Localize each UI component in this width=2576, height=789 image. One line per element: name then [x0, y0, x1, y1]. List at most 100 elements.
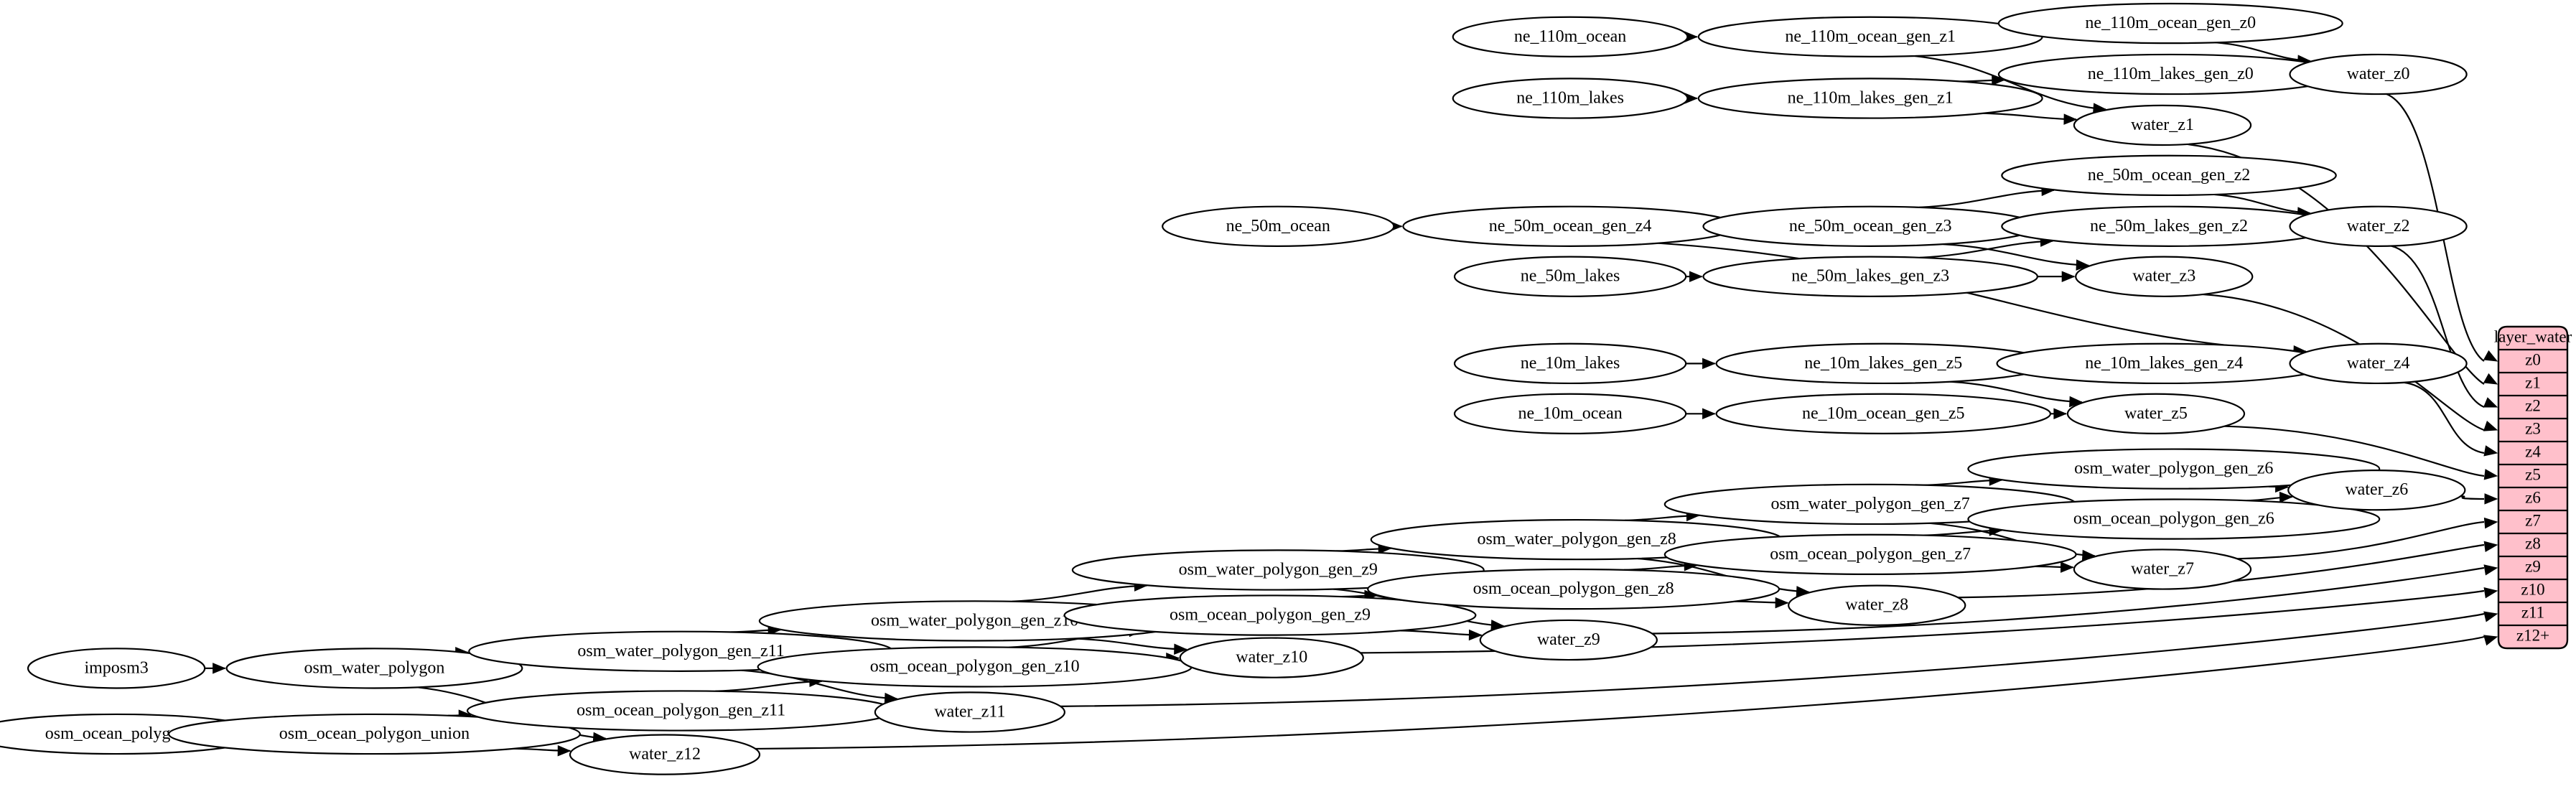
graph-node-ne_50m_ocean[interactable]: ne_50m_ocean: [1162, 205, 1395, 247]
node-label: osm_water_polygon: [304, 658, 444, 677]
graph-node-osm_ocean_polygon_gen_z9[interactable]: osm_ocean_polygon_gen_z9: [1063, 594, 1477, 636]
edge-arrowhead: [2060, 561, 2074, 573]
graph-edge-water_z9-to-layer_water-z9: [1652, 564, 2498, 635]
node-label: osm_ocean_polygon_union: [279, 724, 470, 743]
node-ellipse: [2289, 205, 2468, 247]
record-row-z0[interactable]: z0: [2525, 350, 2541, 368]
node-ellipse: [1967, 498, 2381, 540]
edge-arrowhead: [2483, 635, 2498, 646]
graph-node-water_z7[interactable]: water_z7: [2073, 548, 2252, 590]
edge-arrowhead: [2061, 271, 2076, 282]
graph-edge-water_z2-to-layer_water-z2: [2391, 245, 2498, 408]
edge-arrowhead: [2483, 350, 2498, 362]
edge-arrowhead: [2076, 259, 2090, 271]
graph-node-ne_10m_lakes[interactable]: ne_10m_lakes: [1453, 342, 1687, 385]
node-label: ne_50m_lakes_gen_z2: [2090, 217, 2248, 235]
node-ellipse: [1453, 342, 1687, 385]
graph-node-osm_water_polygon_gen_z9[interactable]: osm_water_polygon_gen_z9: [1071, 549, 1485, 591]
record-layer: layer_waterz0z1z2z3z4z5z6z7z8z9z10z11z12…: [2494, 325, 2572, 650]
graph-node-imposm3[interactable]: imposm3: [27, 648, 206, 689]
record-row-z11[interactable]: z11: [2521, 603, 2544, 621]
record-row-z2[interactable]: z2: [2525, 396, 2541, 414]
graph-node-ne_50m_ocean_gen_z3[interactable]: ne_50m_ocean_gen_z3: [1702, 205, 2038, 247]
node-ellipse: [1715, 393, 2052, 434]
graph-node-ne_50m_lakes_gen_z3[interactable]: ne_50m_lakes_gen_z3: [1702, 256, 2038, 297]
graph-node-ne_110m_lakes_gen_z0[interactable]: ne_110m_lakes_gen_z0: [1997, 53, 2343, 95]
graph-node-water_z5[interactable]: water_z5: [2066, 393, 2246, 434]
edge-arrowhead: [2483, 587, 2498, 599]
node-ellipse: [2073, 104, 2252, 146]
graph-node-ne_50m_lakes[interactable]: ne_50m_lakes: [1453, 256, 1687, 297]
graph-node-ne_110m_ocean_gen_z0[interactable]: ne_110m_ocean_gen_z0: [1997, 2, 2343, 45]
edge-line: [1073, 638, 1187, 650]
graph-node-water_z11[interactable]: water_z11: [874, 691, 1065, 733]
graph-node-ne_110m_lakes[interactable]: ne_110m_lakes: [1452, 78, 1689, 119]
graph-node-water_z8[interactable]: water_z8: [1788, 584, 1966, 626]
graph-node-water_z12[interactable]: water_z12: [569, 734, 761, 775]
node-label: osm_water_polygon_gen_z6: [2074, 459, 2273, 478]
graph-edge-water_z5-to-layer_water-z5: [2224, 425, 2498, 480]
node-label: ne_50m_ocean: [1226, 217, 1330, 235]
record-row-z4[interactable]: z4: [2525, 442, 2541, 460]
edge-line: [2224, 425, 2485, 477]
node-ellipse: [2289, 342, 2468, 385]
edge-arrowhead: [1992, 74, 2006, 86]
node-ellipse: [1063, 594, 1477, 636]
graph-edge-water_z4-to-layer_water-z4: [2403, 381, 2498, 457]
edge-line: [1983, 112, 2077, 121]
node-ellipse: [1997, 2, 2343, 45]
edge-line: [1958, 543, 2485, 599]
graph-node-osm_ocean_polygon_gen_z11[interactable]: osm_ocean_polygon_gen_z11: [466, 690, 896, 732]
record-row-z1[interactable]: z1: [2525, 373, 2541, 391]
edge-arrowhead: [213, 663, 226, 674]
graph-node-osm_water_polygon_gen_z6[interactable]: osm_water_polygon_gen_z6: [1967, 448, 2381, 490]
graph-node-ne_10m_lakes_gen_z5[interactable]: ne_10m_lakes_gen_z5: [1715, 342, 2052, 385]
graph-node-ne_110m_ocean[interactable]: ne_110m_ocean: [1452, 16, 1689, 57]
graph-node-osm_water_polygon[interactable]: osm_water_polygon: [225, 648, 523, 689]
edge-arrowhead: [2483, 420, 2498, 431]
graph-node-water_z9[interactable]: water_z9: [1479, 619, 1658, 661]
graph-node-water_z2[interactable]: water_z2: [2289, 205, 2468, 247]
graph-node-osm_ocean_polygon_gen_z6[interactable]: osm_ocean_polygon_gen_z6: [1967, 498, 2381, 540]
node-label: water_z11: [934, 702, 1005, 721]
edge-arrowhead: [2063, 113, 2078, 125]
graph-node-water_z1[interactable]: water_z1: [2073, 104, 2252, 146]
graph-node-ne_10m_ocean[interactable]: ne_10m_ocean: [1453, 393, 1687, 434]
node-label: osm_water_polygon_gen_z9: [1179, 560, 1378, 579]
graph-node-ne_110m_lakes_gen_z1[interactable]: ne_110m_lakes_gen_z1: [1697, 78, 2043, 119]
record-row-z6[interactable]: z6: [2525, 488, 2541, 506]
edge-line: [1658, 242, 2307, 353]
edge-line: [1950, 381, 2082, 403]
graph-node-ne_50m_ocean_gen_z4[interactable]: ne_50m_ocean_gen_z4: [1402, 205, 1738, 247]
edge-line: [715, 680, 822, 692]
node-ellipse: [1367, 568, 1781, 610]
graph-node-water_z6[interactable]: water_z6: [2287, 469, 2466, 511]
node-label: imposm3: [84, 658, 148, 677]
record-row-z9[interactable]: z9: [2525, 557, 2541, 575]
graph-node-water_z4[interactable]: water_z4: [2289, 342, 2468, 385]
record-row-z3[interactable]: z3: [2525, 419, 2541, 437]
graph-edge-ne_10m_lakes-to-ne_10m_lakes_gen_z5: [1686, 358, 1716, 370]
graph-node-osm_ocean_polygon_gen_z8[interactable]: osm_ocean_polygon_gen_z8: [1367, 568, 1781, 610]
graph-node-osm_ocean_polygon_gen_z7[interactable]: osm_ocean_polygon_gen_z7: [1663, 533, 2077, 575]
edge-arrowhead: [2483, 541, 2498, 552]
graph-node-water_z3[interactable]: water_z3: [2075, 256, 2254, 297]
record-row-z5[interactable]: z5: [2525, 465, 2541, 483]
record-row-z7[interactable]: z7: [2525, 511, 2541, 529]
graph-node-water_z0[interactable]: water_z0: [2289, 53, 2468, 95]
layer-water-record[interactable]: layer_waterz0z1z2z3z4z5z6z7z8z9z10z11z12…: [2494, 325, 2572, 650]
graph-edge-osm_water_polygon_gen_z10-to-water_z10: [1073, 638, 1188, 655]
graph-node-ne_50m_ocean_gen_z2[interactable]: ne_50m_ocean_gen_z2: [2001, 154, 2337, 197]
graph-node-ne_10m_lakes_gen_z4[interactable]: ne_10m_lakes_gen_z4: [1996, 342, 2333, 385]
graph-node-ne_110m_ocean_gen_z1[interactable]: ne_110m_ocean_gen_z1: [1697, 16, 2043, 57]
graph-node-ne_10m_ocean_gen_z5[interactable]: ne_10m_ocean_gen_z5: [1715, 393, 2052, 434]
record-row-z12+[interactable]: z12+: [2516, 626, 2549, 644]
record-row-z10[interactable]: z10: [2521, 580, 2544, 598]
graph-node-water_z10[interactable]: water_z10: [1179, 637, 1364, 678]
graph-node-osm_ocean_polygon_union[interactable]: osm_ocean_polygon_union: [167, 713, 581, 755]
node-label: ne_110m_ocean_gen_z0: [2085, 14, 2256, 32]
node-ellipse: [2289, 53, 2468, 95]
graph-node-ne_50m_lakes_gen_z2[interactable]: ne_50m_lakes_gen_z2: [2001, 205, 2337, 247]
graph-node-osm_ocean_polygon_gen_z10[interactable]: osm_ocean_polygon_gen_z10: [757, 646, 1193, 688]
record-row-z8[interactable]: z8: [2525, 534, 2541, 552]
